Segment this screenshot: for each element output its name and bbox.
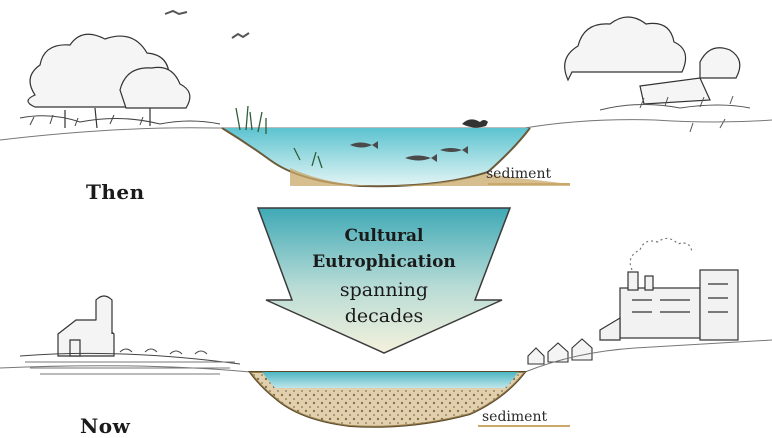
farm-now [58,296,114,356]
trees-then-right [565,17,740,104]
label-sediment-now: sediment [482,409,547,425]
trees-then-left [28,34,190,128]
arrow-text-decades: decades [258,304,510,328]
factory-now [600,270,738,340]
fields-now [20,349,240,374]
label-sediment-then: sediment [486,166,551,182]
lake-now-water [262,372,518,388]
arrow-text-cultural: Cultural [258,224,510,248]
arrow-text-spanning: spanning [258,278,510,302]
label-now: Now [80,414,130,438]
smoke-icon [630,238,692,270]
duck-icon [462,119,488,127]
arrow-text-eutrophication: Eutrophication [258,250,510,274]
label-then: Then [86,180,145,204]
bird-icon [232,33,249,38]
grass-then-left [20,115,220,126]
bird-icon [165,11,187,14]
